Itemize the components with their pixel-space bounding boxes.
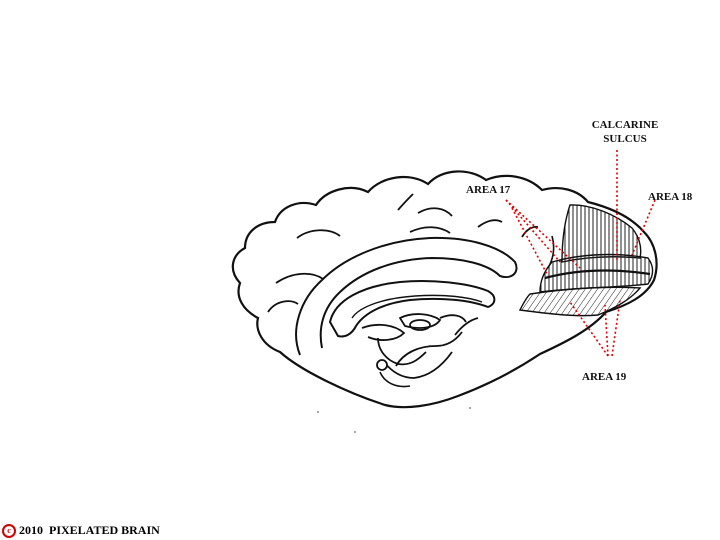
- callosum-inner: [351, 294, 483, 319]
- pointer-lines: [505, 150, 656, 357]
- area18-label: AREA 18: [648, 191, 693, 203]
- corpus-callosum: [328, 280, 496, 338]
- calcarine-sulcus-line: [544, 269, 651, 280]
- area19-lower-region: [518, 286, 642, 317]
- copyright-text: 2010 PIXELATED BRAIN: [19, 523, 160, 537]
- area17-label: AREA 17: [466, 184, 511, 196]
- area18-upper-region: [561, 204, 642, 263]
- calcarine-sulcus-label: CALCARINE SULCUS: [583, 118, 667, 146]
- diencephalon: [361, 313, 479, 379]
- calcarine-label-line1: CALCARINE: [591, 119, 659, 131]
- cingulate-gyrus: [295, 236, 518, 356]
- copyright-notice: c 2010 PIXELATED BRAIN: [2, 523, 160, 538]
- parieto-occipital-sulcus: [547, 235, 555, 269]
- surface-dots: [317, 407, 471, 433]
- brainstem-stub: [376, 359, 388, 371]
- area19-label: AREA 19: [582, 371, 627, 383]
- brainstem-line: [379, 371, 411, 388]
- area17-striate-region: [539, 253, 654, 293]
- gyral-folds: [267, 193, 539, 313]
- calcarine-label-line2: SULCUS: [603, 133, 647, 145]
- copyright-icon: c: [2, 523, 16, 538]
